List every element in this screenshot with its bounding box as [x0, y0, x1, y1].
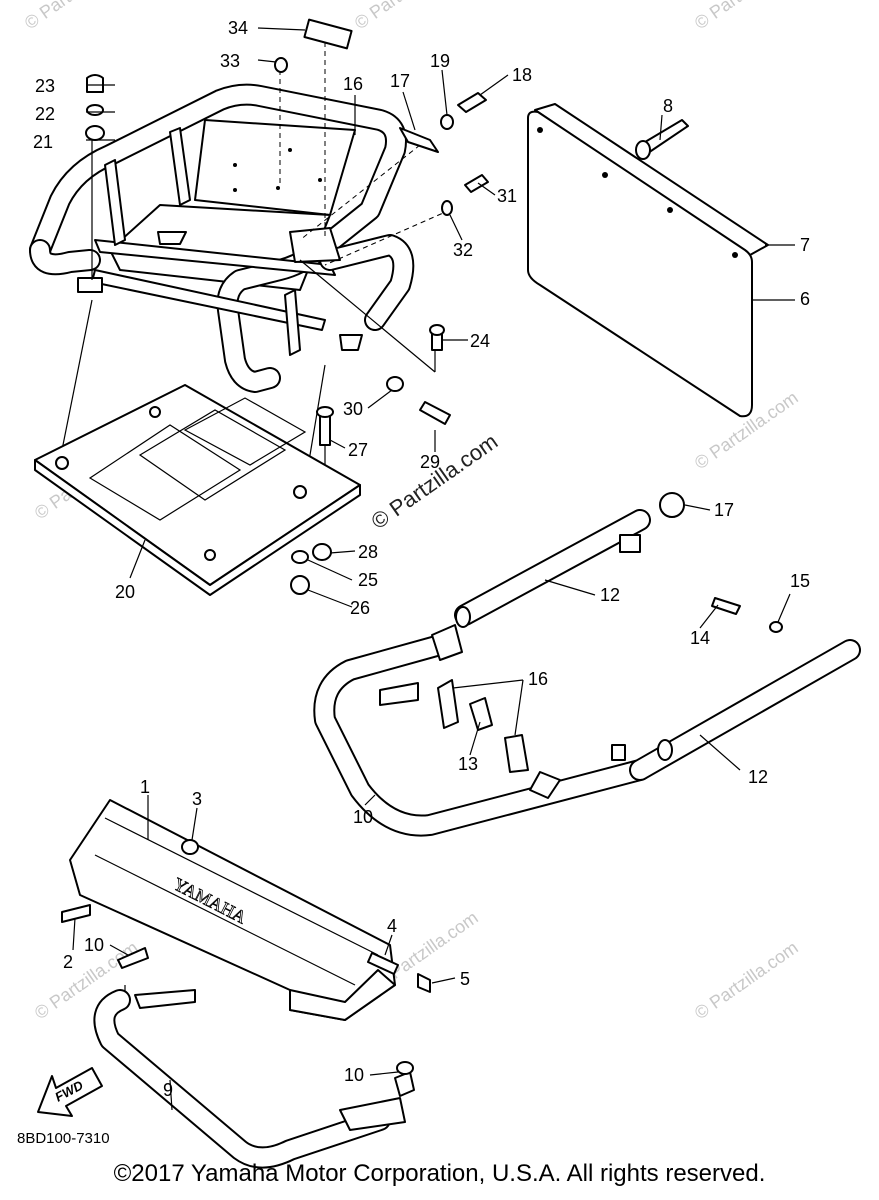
- callout-18: 16: [343, 74, 363, 94]
- callout-11: 10: [353, 807, 373, 827]
- watermark-faint: © Partzilla.com: [21, 0, 132, 33]
- callout-10-upper: 10: [84, 935, 104, 955]
- callout-27: 25: [358, 570, 378, 590]
- callout-17: 17: [714, 500, 734, 520]
- callout-5: 5: [460, 969, 470, 989]
- callout-15: 15: [790, 571, 810, 591]
- callout-4: 4: [387, 916, 397, 936]
- callout-3: 3: [192, 789, 202, 809]
- callout-36: 34: [228, 18, 248, 38]
- front-bumper: YAMAHA: [61, 799, 431, 1021]
- callout-34: 32: [453, 240, 473, 260]
- callout-8: 8: [663, 96, 673, 116]
- callout-31: 29: [420, 452, 440, 472]
- callout-24: 22: [35, 104, 55, 124]
- callout-30: 28: [358, 542, 378, 562]
- callout-13: 13: [458, 754, 478, 774]
- callout-2: 2: [63, 952, 73, 972]
- callout-16: 16: [528, 669, 548, 689]
- callout-23: 21: [33, 132, 53, 152]
- callout-12-upper: 12: [600, 585, 620, 605]
- front-guard: [313, 492, 861, 837]
- rivet-8: [635, 119, 689, 160]
- callout-19: 17: [390, 71, 410, 91]
- watermark-faint: © Partzilla.com: [351, 0, 462, 33]
- callout-25: 23: [35, 76, 55, 96]
- callout-9: 9: [163, 1080, 173, 1100]
- copyright-notice: ©2017 Yamaha Motor Corporation, U.S.A. A…: [113, 1160, 766, 1187]
- callout-14: 14: [690, 628, 710, 648]
- callout-22: 20: [115, 582, 135, 602]
- lower-guard: [93, 989, 415, 1169]
- fwd-arrow-icon: FWD: [37, 1067, 103, 1117]
- callout-35: 33: [220, 51, 240, 71]
- callout-10-lower: 10: [344, 1065, 364, 1085]
- callout-1: 1: [140, 777, 150, 797]
- license-plate-bracket: [527, 103, 769, 418]
- callout-6: 6: [800, 289, 810, 309]
- skid-plate: [34, 384, 361, 596]
- callout-28: 26: [350, 598, 370, 618]
- watermark-faint: © Partzilla.com: [691, 937, 802, 1023]
- rack-hardware: [85, 18, 489, 595]
- callout-29: 27: [348, 440, 368, 460]
- callout-33: 31: [497, 186, 517, 206]
- callout-32: 30: [343, 399, 363, 419]
- callout-7: 7: [800, 235, 810, 255]
- callout-20: 18: [512, 65, 532, 85]
- callout-26: 24: [470, 331, 490, 351]
- callout-12-lower: 12: [748, 767, 768, 787]
- cargo-rack: [29, 83, 415, 393]
- leader-lines: [72, 27, 795, 1111]
- watermark-faint: © Partzilla.com: [691, 0, 802, 33]
- callout-labels: 34 33 16 17 19 18 23 22 21 8 31 32 7 6 2…: [33, 18, 810, 1100]
- callout-21: 19: [430, 51, 450, 71]
- diagram-code: 8BD100-7310: [17, 1130, 110, 1147]
